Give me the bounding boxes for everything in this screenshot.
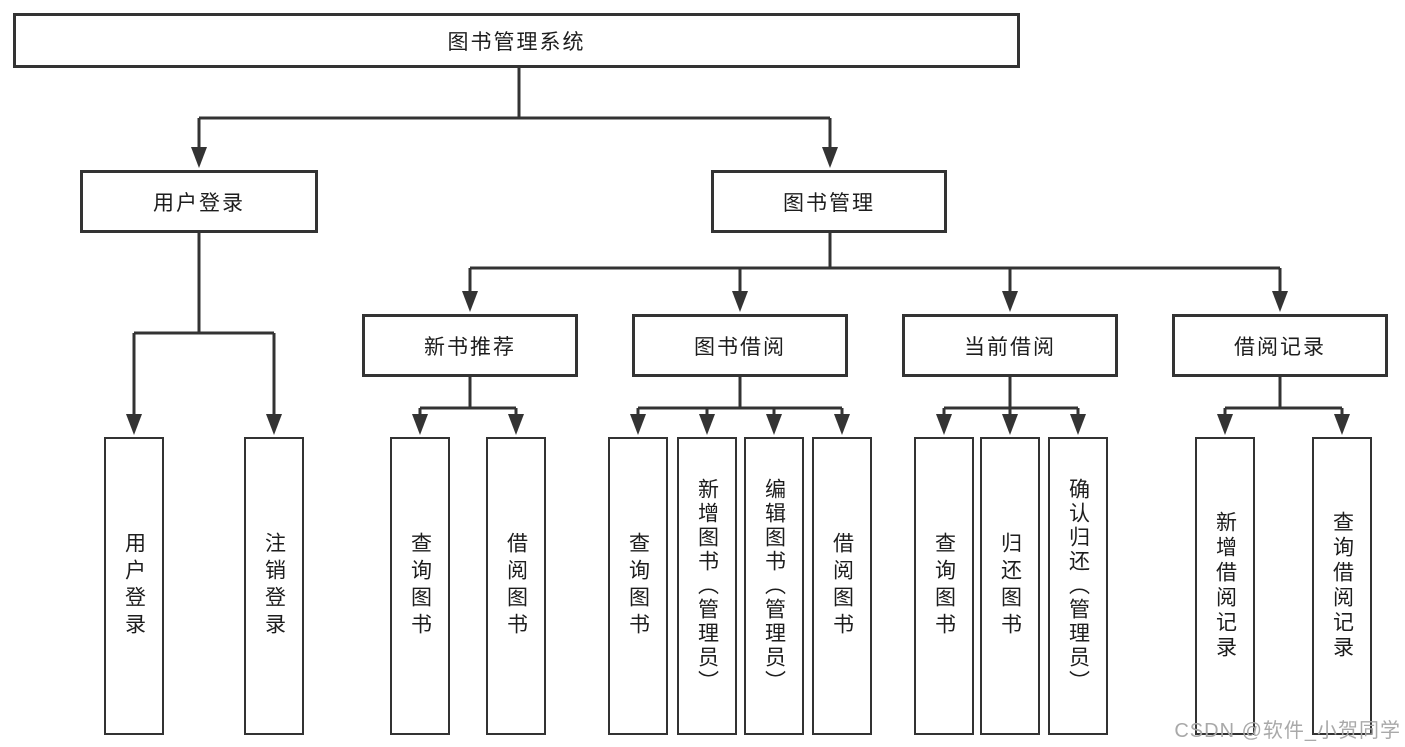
leaf-logout: 注销登录 xyxy=(244,437,304,735)
leaf-add-book-admin: 新增图书（管理员） xyxy=(677,437,737,735)
node-user-login: 用户登录 xyxy=(80,170,318,233)
leaf-add-borrow-record: 新增借阅记录 xyxy=(1195,437,1255,735)
leaf-borrow-book-recommend: 借阅图书 xyxy=(486,437,546,735)
node-new-book-recommend: 新书推荐 xyxy=(362,314,578,377)
node-borrowing-records: 借阅记录 xyxy=(1172,314,1388,377)
node-book-management: 图书管理 xyxy=(711,170,947,233)
leaf-query-borrow-record: 查询借阅记录 xyxy=(1312,437,1372,735)
csdn-watermark: CSDN @软件_小贺同学 xyxy=(1174,720,1401,742)
node-library-management-system: 图书管理系统 xyxy=(13,13,1020,68)
leaf-borrow-book: 借阅图书 xyxy=(812,437,872,735)
leaf-query-book-current: 查询图书 xyxy=(914,437,974,735)
node-book-borrowing: 图书借阅 xyxy=(632,314,848,377)
node-current-borrowing: 当前借阅 xyxy=(902,314,1118,377)
leaf-edit-book-admin: 编辑图书（管理员） xyxy=(744,437,804,735)
leaf-query-book-borrow: 查询图书 xyxy=(608,437,668,735)
leaf-return-book: 归还图书 xyxy=(980,437,1040,735)
leaf-query-book-recommend: 查询图书 xyxy=(390,437,450,735)
leaf-confirm-return-admin: 确认归还（管理员） xyxy=(1048,437,1108,735)
leaf-user-login: 用户登录 xyxy=(104,437,164,735)
